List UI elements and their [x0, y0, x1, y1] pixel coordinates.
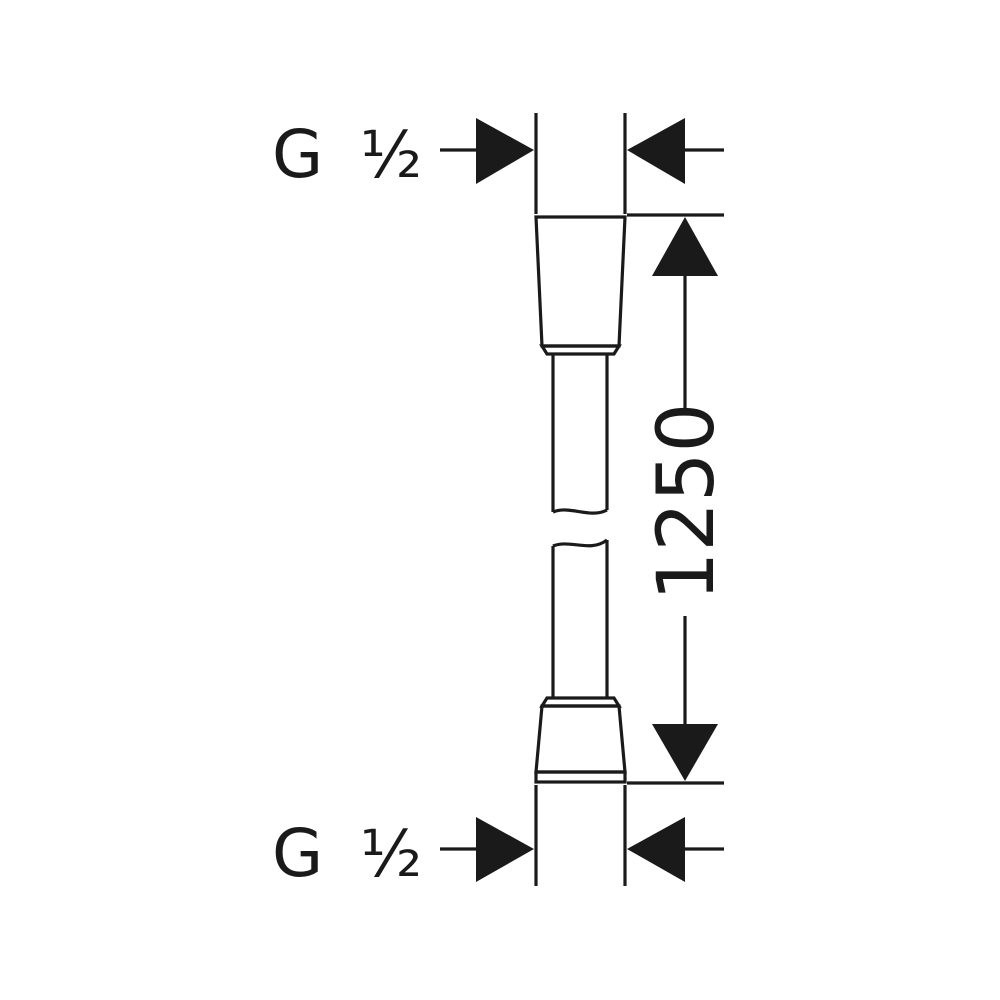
- length-top-arrowhead: [652, 217, 718, 276]
- top-thread-letter: G: [272, 116, 323, 193]
- top-right-arrowhead: [627, 118, 685, 184]
- bottom-nut: [534, 704, 627, 774]
- bottom-thread-callout: G ½: [272, 785, 724, 892]
- bottom-left-arrowhead: [476, 817, 534, 882]
- hose-body: [534, 215, 627, 784]
- bottom-thread-size: ½: [360, 818, 422, 892]
- top-left-arrowhead: [476, 118, 534, 184]
- bottom-thread-letter: G: [272, 815, 323, 892]
- bottom-nut-base: [534, 770, 627, 784]
- length-dimension-value: 1250: [642, 403, 732, 602]
- top-nut: [534, 215, 627, 348]
- upper-break-line: [552, 508, 608, 515]
- length-dimension: 1250: [627, 213, 732, 785]
- length-bottom-arrowhead: [652, 724, 718, 781]
- bottom-right-arrowhead: [627, 817, 685, 882]
- top-nut-collar: [539, 344, 622, 356]
- top-thread-size: ½: [360, 119, 422, 193]
- top-thread-callout: G ½: [272, 113, 724, 214]
- lower-break-line: [552, 538, 608, 548]
